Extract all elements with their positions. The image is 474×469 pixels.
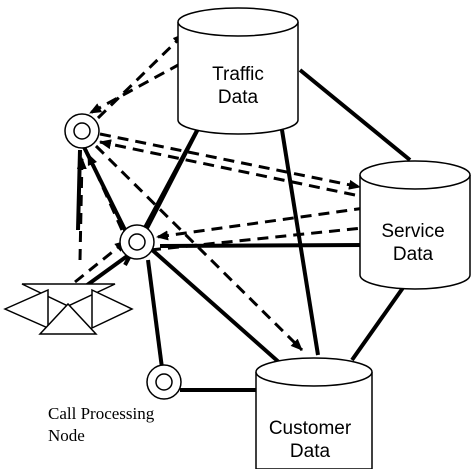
link-traffic-customer <box>280 129 320 356</box>
arrow-up-to-middle-node <box>74 239 127 284</box>
call-processing-caption-line1: Call Processing <box>48 404 155 423</box>
call-processing-caption-line2: Node <box>48 426 85 445</box>
call-processing-node <box>146 364 182 400</box>
traffic-data-label-line2: Data <box>218 87 259 108</box>
dashed-arrows <box>74 32 373 352</box>
node-top <box>64 113 100 149</box>
traffic-data-label-line1: Traffic <box>212 64 264 85</box>
customer-data-cylinder: Customer Data <box>255 357 373 469</box>
arrow-node-to-service-2 <box>149 223 373 252</box>
customer-data-label-line2: Data <box>290 441 331 462</box>
customer-data-label-line1: Customer <box>269 418 352 439</box>
traffic-data-cylinder: Traffic Data <box>177 7 299 135</box>
switch-symbol <box>3 283 134 335</box>
arrow-node-to-customer <box>94 144 304 352</box>
arrow-node-to-service-1 <box>99 132 361 190</box>
link-node-middle-node-bottom <box>146 259 164 369</box>
arrow-service-to-node-1 <box>99 139 356 197</box>
link-traffic-service <box>298 68 412 162</box>
arrow-middle-to-top-node <box>86 153 124 231</box>
arrow-node-to-traffic <box>96 32 186 120</box>
service-data-label-line2: Data <box>393 244 434 265</box>
node-middle <box>119 224 155 260</box>
service-data-cylinder: Service Data <box>359 160 471 290</box>
arrow-service-to-node-2 <box>156 206 366 241</box>
link-customer-node-middle <box>148 246 292 374</box>
service-data-label-line1: Service <box>381 221 444 242</box>
arrow-traffic-to-node <box>89 62 181 115</box>
